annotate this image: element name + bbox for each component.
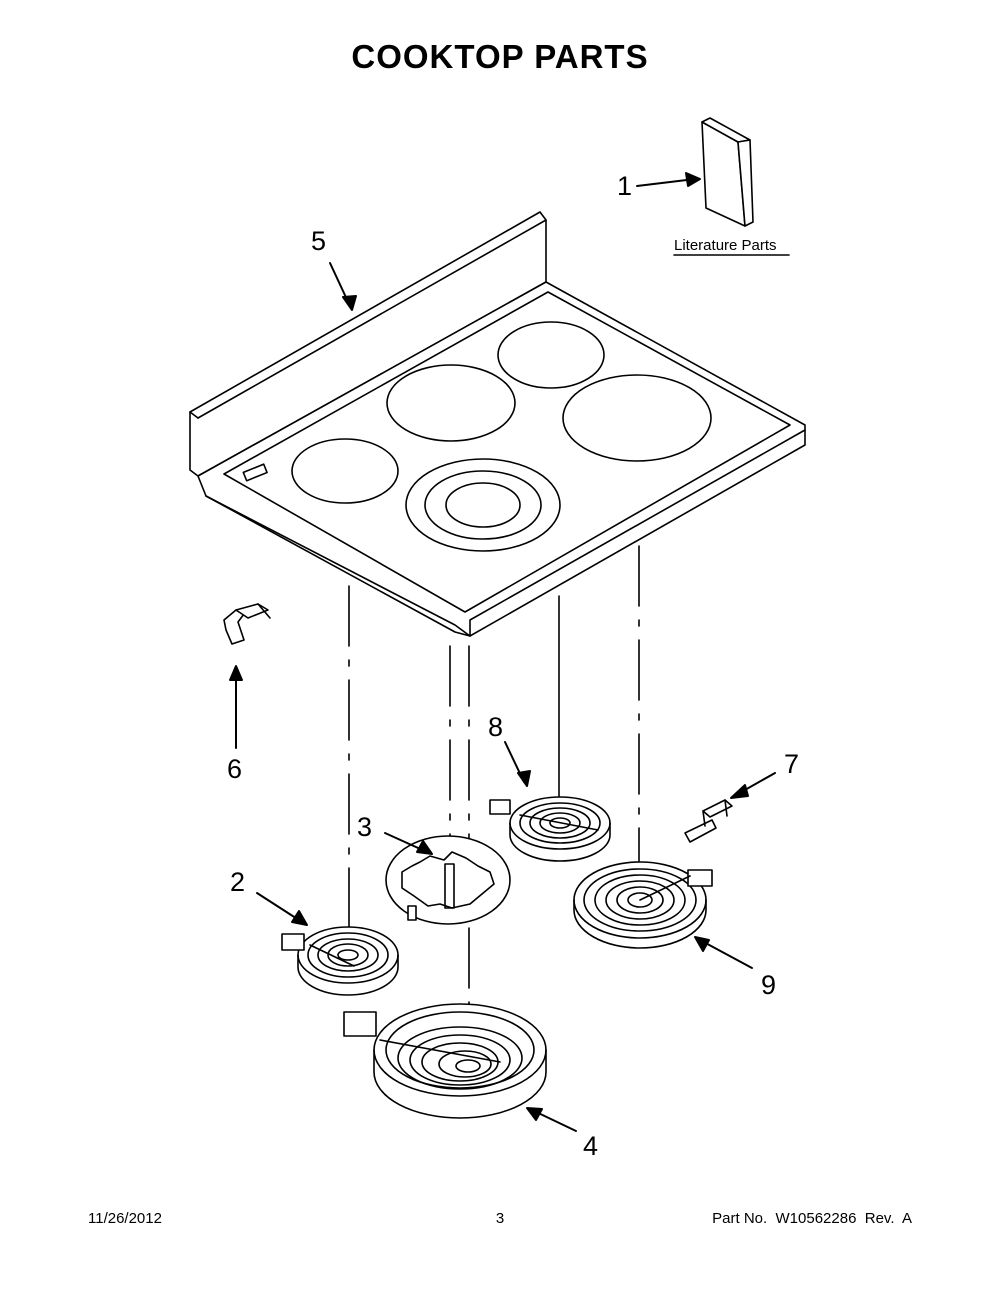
page-title: COOKTOP PARTS xyxy=(351,38,649,75)
bracket-clip-part xyxy=(223,603,271,645)
callout-4: 4 xyxy=(583,1131,598,1161)
callout-9: 9 xyxy=(761,970,776,1000)
large-surface-element-part xyxy=(573,861,713,949)
callout-8: 8 xyxy=(488,712,503,742)
callout-6: 6 xyxy=(227,754,242,784)
callout-3: 3 xyxy=(357,812,372,842)
insulator-part xyxy=(385,835,511,925)
surface-element-small-part xyxy=(281,926,399,996)
footer-part-number: Part No. W10562286 Rev. A xyxy=(712,1210,912,1227)
callout-7: 7 xyxy=(784,749,799,779)
footer-page-number: 3 xyxy=(495,1210,505,1227)
callout-2: 2 xyxy=(230,867,245,897)
footer-date: 11/26/2012 xyxy=(88,1210,162,1227)
terminal-bracket-part xyxy=(684,799,733,843)
callout-1: 1 xyxy=(617,171,632,201)
dual-surface-element-part xyxy=(343,1003,547,1119)
cooktop-glass-top xyxy=(189,211,806,637)
callout-5: 5 xyxy=(311,226,326,256)
literature-booklet xyxy=(701,117,754,227)
literature-parts-label: Literature Parts xyxy=(674,237,777,254)
surface-element-markings xyxy=(291,321,712,552)
callout-arrows xyxy=(229,172,776,1132)
small-surface-element-part xyxy=(489,796,611,862)
